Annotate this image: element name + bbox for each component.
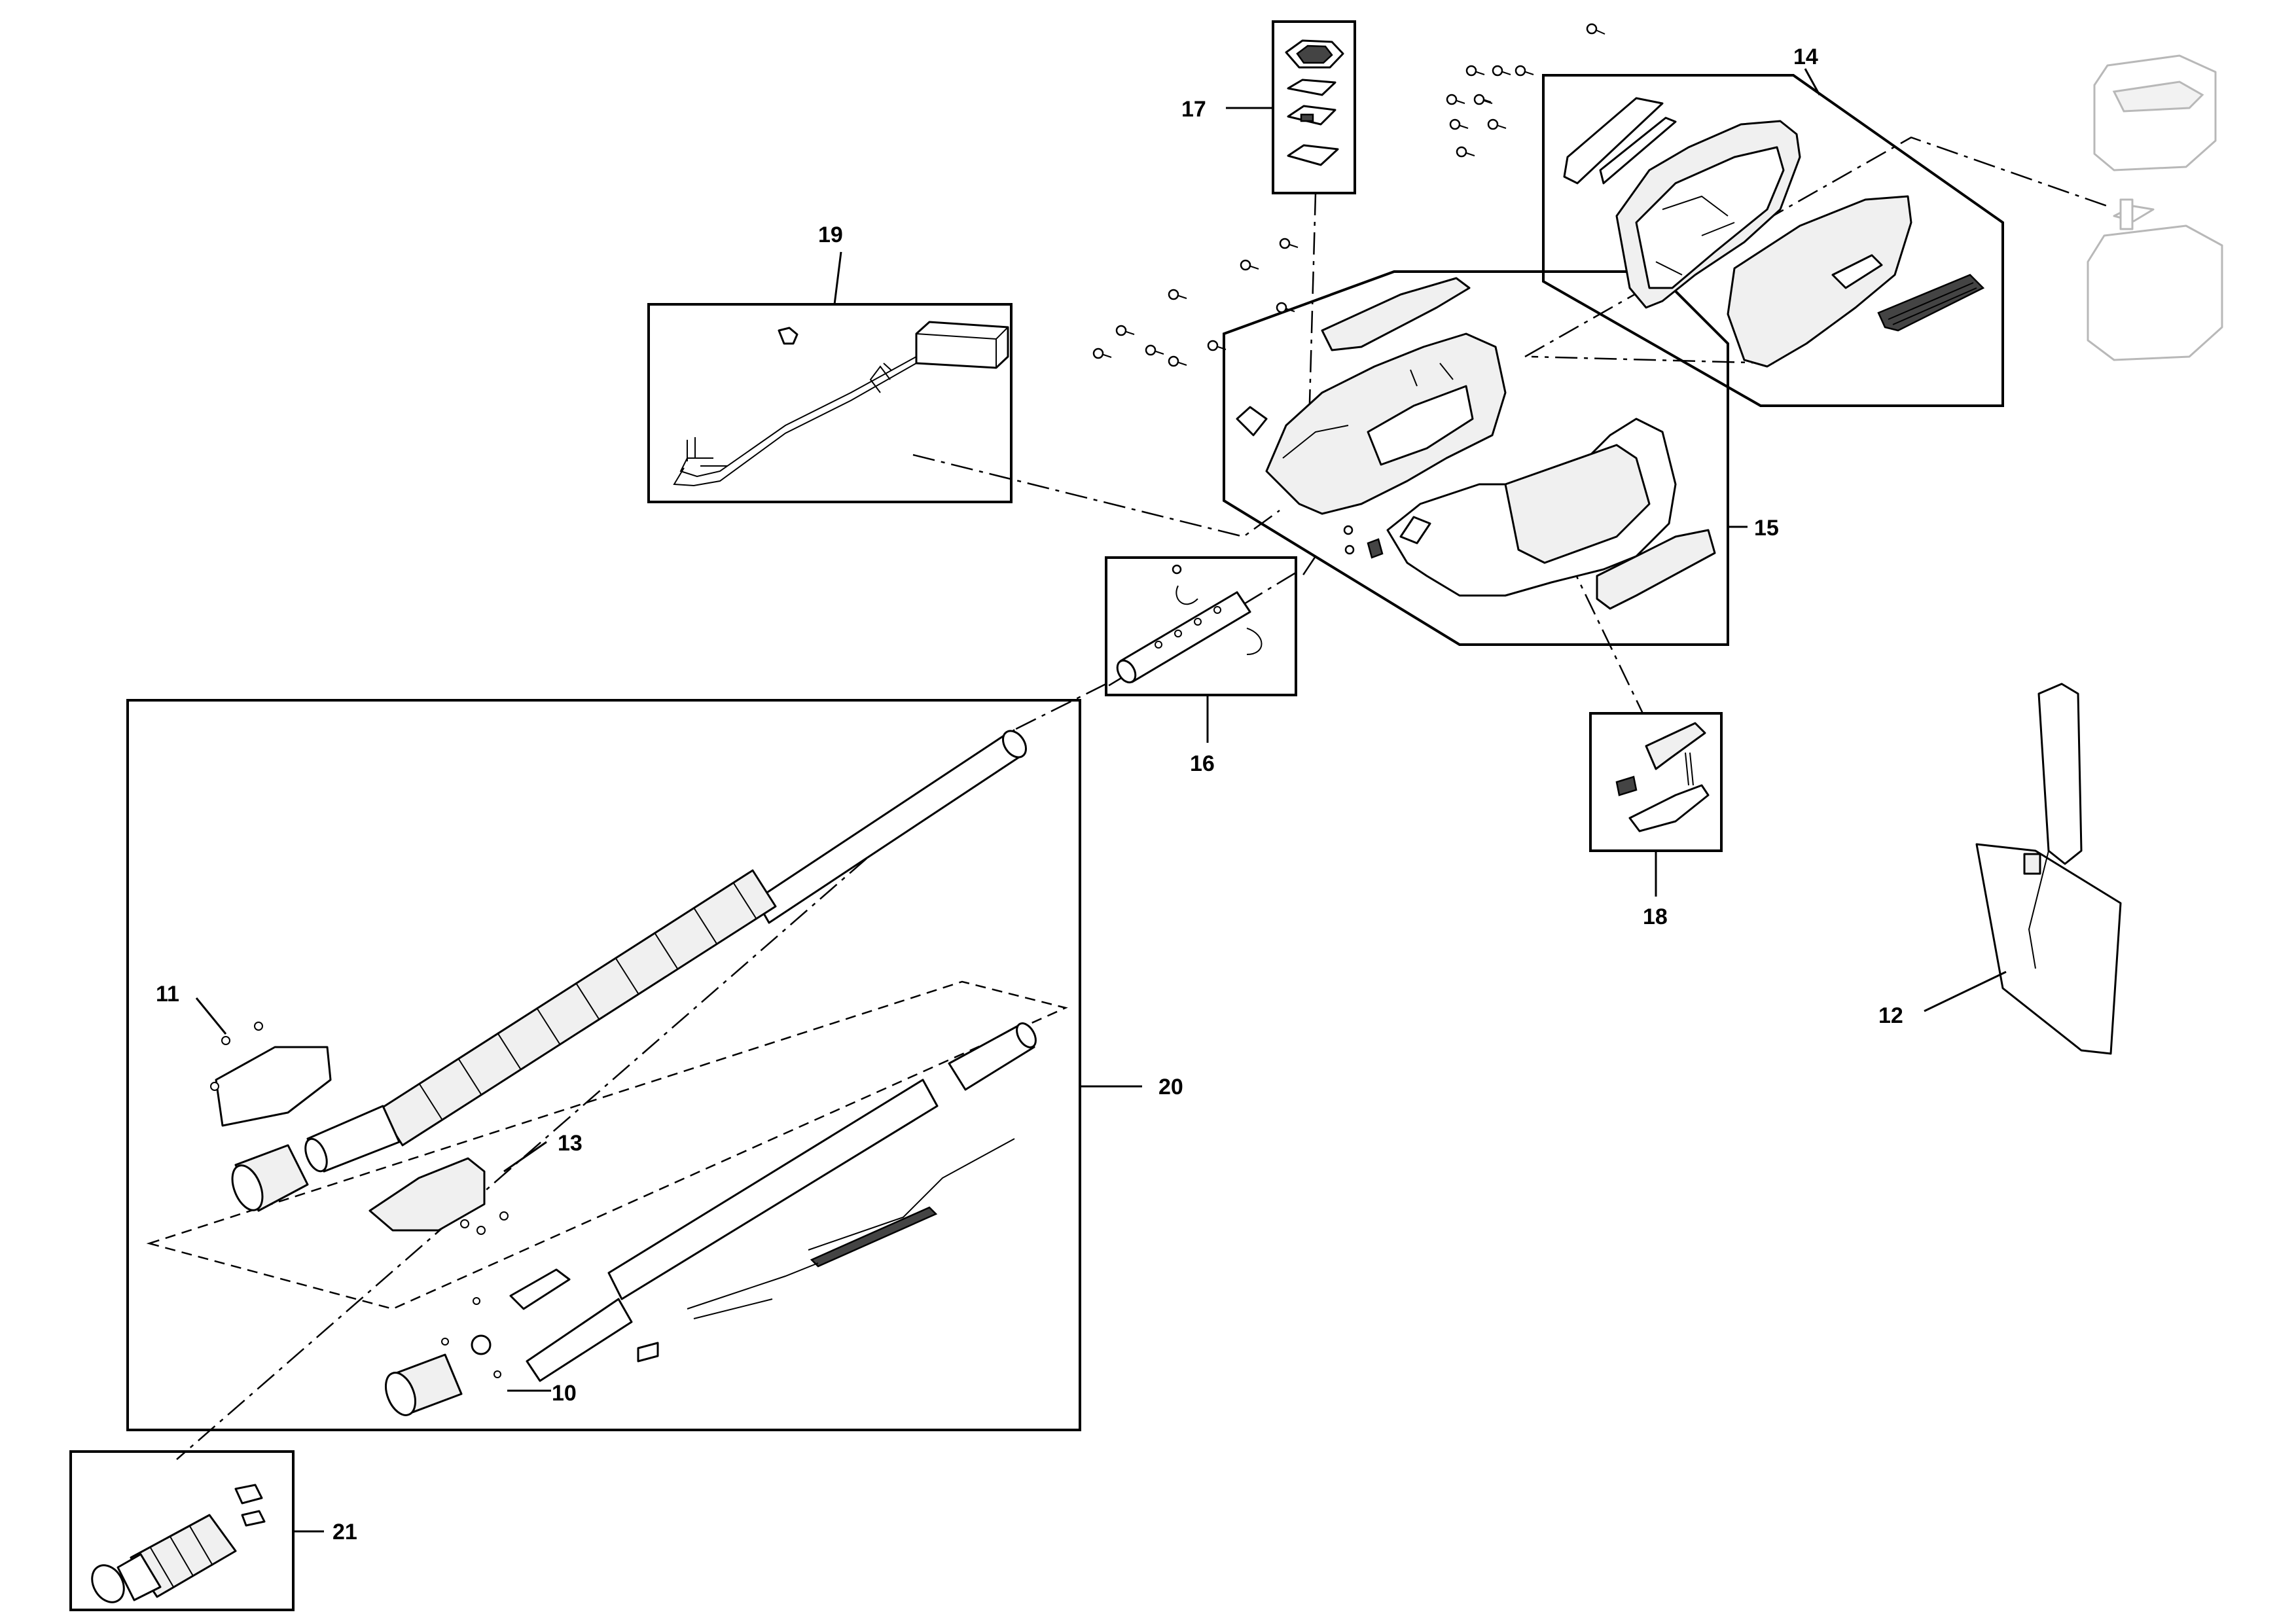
part-15-handle-housing [1236, 277, 1716, 610]
axis-line-18 [1550, 523, 1644, 714]
part-18-switch [1615, 722, 1710, 832]
callout-14: 14 [1793, 45, 1818, 69]
callout-10: 10 [552, 1381, 577, 1406]
dashed-subassembly-outline [146, 980, 1068, 1310]
callout-17: 17 [1181, 97, 1206, 122]
part-17-labels [1285, 39, 1344, 166]
axis-line-19 [912, 454, 1280, 538]
callout-13: 13 [558, 1131, 583, 1156]
leader-lines [195, 68, 2007, 1533]
frame-19 [647, 303, 1013, 503]
callout-18: 18 [1643, 904, 1668, 929]
part-19-wiring-harness [673, 321, 1009, 487]
callout-11: 11 [156, 982, 179, 1007]
axis-line-pole [176, 556, 1317, 1460]
callout-21: 21 [332, 1520, 357, 1544]
frame-16 [1105, 556, 1297, 696]
callout-16: 16 [1190, 751, 1215, 776]
callout-19: 19 [818, 223, 843, 247]
frame-20 [126, 699, 1081, 1431]
axis-line-17 [1308, 192, 1317, 426]
part-16-tube [1116, 585, 1263, 684]
screws-top [1092, 23, 1605, 575]
battery-pack-ghost [2087, 54, 2223, 361]
part-21-coupling [91, 1484, 266, 1603]
part-12-shoulder-strap [1975, 683, 2122, 1055]
part-20-telescopic-pole [210, 730, 1037, 1416]
callout-12: 12 [1878, 1003, 1903, 1028]
callout-20: 20 [1158, 1075, 1183, 1099]
part-14-battery-housing [1563, 97, 1985, 368]
frame-15 [1223, 270, 1729, 646]
callout-15: 15 [1754, 516, 1779, 541]
frame-14 [1542, 74, 2004, 407]
